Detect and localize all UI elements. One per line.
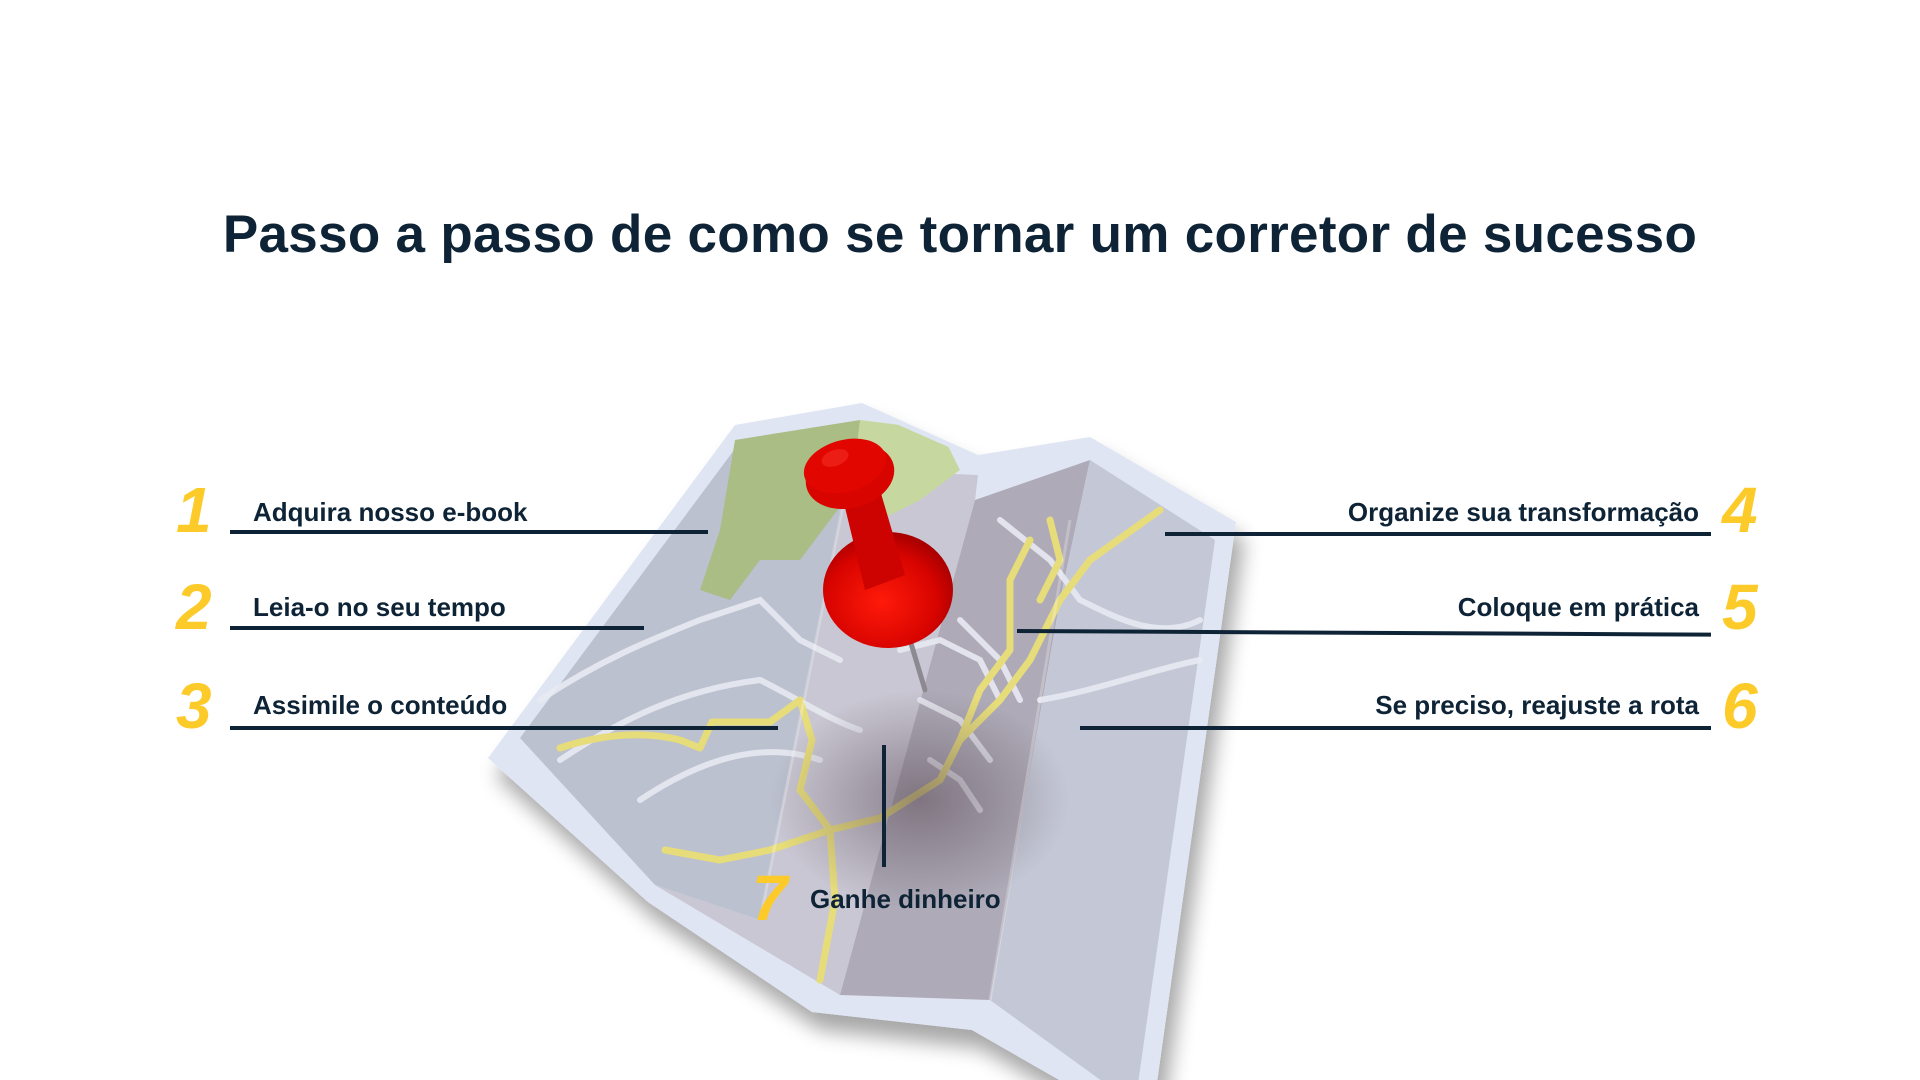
step-6-number: 6 [1722,670,1758,742]
step-6-connector-line [1080,726,1711,730]
step-2-number: 2 [176,571,212,643]
step-4-connector-line [1165,532,1711,536]
step-4-label: Organize sua transformação [1347,497,1699,527]
page-title: Passo a passo de como se tornar um corre… [222,205,1698,264]
step-3-label: Assimile o conteúdo [253,690,508,720]
step-4-number: 4 [1722,474,1758,546]
step-7-connector-line [882,745,886,867]
step-5-label: Coloque em prática [1457,592,1699,622]
step-1-label: Adquira nosso e-book [253,497,528,527]
step-3-connector-line [230,726,778,730]
step-5-number: 5 [1722,571,1758,643]
pushpin-icon [803,438,953,648]
step-1-connector-line [230,530,708,534]
step-1-number: 1 [176,474,212,546]
step-7-label: Ganhe dinheiro [810,884,1001,914]
step-7-number: 7 [752,862,788,934]
step-2-label: Leia-o no seu tempo [253,592,506,622]
step-2-connector-line [230,626,644,630]
step-3-number: 3 [176,670,212,742]
step-6-label: Se preciso, reajuste a rota [1375,690,1699,720]
